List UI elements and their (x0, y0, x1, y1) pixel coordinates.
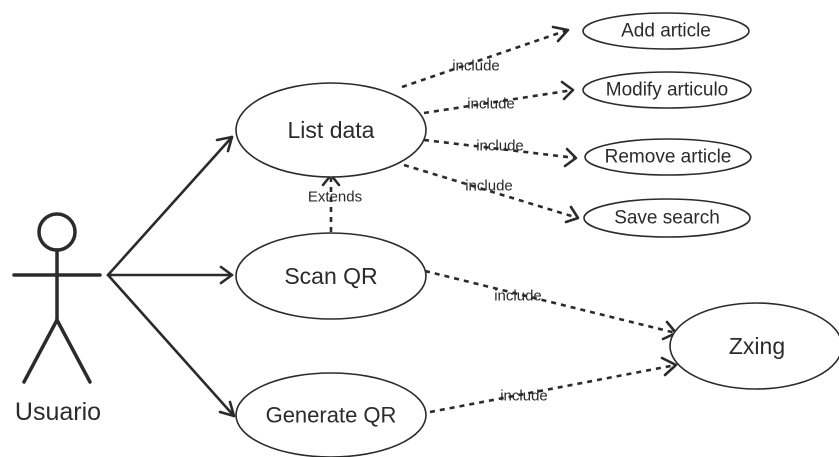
use-case-remove-article[interactable]: Remove article (584, 138, 752, 176)
use-case-zxing-label: Zxing (729, 333, 785, 359)
include-scan-zxing-label: include (494, 288, 542, 305)
use-case-generate-qr[interactable]: Generate QR (235, 372, 427, 457)
include-add-arrowhead (551, 25, 570, 43)
include-remove-label: include (476, 138, 524, 155)
include-save-label: include (465, 178, 513, 195)
association-generate-qr-arrowhead (218, 400, 236, 418)
use-case-list-data-label: List data (288, 117, 375, 143)
actor-usuario (12, 212, 102, 384)
use-case-list-data-ellipse[interactable] (235, 82, 427, 178)
use-case-save-search-label: Save search (614, 208, 720, 229)
use-case-generate-qr-ellipse[interactable] (235, 372, 427, 457)
use-case-modify-articulo-label: Modify articulo (606, 80, 729, 101)
use-case-add-article[interactable]: Add article (582, 12, 750, 50)
use-case-add-article-label: Add article (621, 21, 711, 42)
association-list-data (106, 135, 234, 277)
use-case-modify-articulo-ellipse[interactable] (582, 71, 752, 109)
use-case-scan-qr-label: Scan QR (284, 263, 377, 289)
include-add-label: include (452, 58, 500, 75)
association-scan-qr-arrowhead (219, 265, 234, 285)
include-generate-zxing-label: include (500, 388, 548, 405)
actor-label: Usuario (15, 398, 101, 426)
include-save-line (403, 163, 579, 220)
include-remove-arrowhead (563, 147, 578, 168)
use-case-scan-qr[interactable]: Scan QR (235, 232, 427, 320)
use-case-save-search-ellipse[interactable] (583, 198, 751, 238)
use-case-generate-qr-label: Generate QR (266, 403, 397, 428)
use-case-zxing-ellipse[interactable] (669, 302, 839, 390)
include-scan-zxing-line (424, 269, 677, 335)
actor-left-leg (22, 318, 59, 384)
include-modify-arrowhead (560, 80, 575, 101)
use-case-remove-article-ellipse[interactable] (584, 138, 752, 176)
include-dependencies (321, 25, 678, 414)
include-generate-zxing-line (429, 363, 677, 414)
use-case-zxing[interactable]: Zxing (669, 302, 839, 390)
extends-label: Extends (308, 189, 362, 206)
use-case-save-search[interactable]: Save search (583, 198, 751, 238)
use-case-modify-articulo[interactable]: Modify articulo (582, 71, 752, 109)
association-list-data-arrowhead (215, 135, 234, 153)
actor-head (37, 212, 77, 252)
association-generate-qr (106, 273, 236, 418)
include-modify-label: include (467, 96, 515, 113)
include-generate-zxing-arrowhead (660, 356, 678, 377)
use-case-remove-article-label: Remove article (605, 147, 732, 168)
use-case-add-article-ellipse[interactable] (582, 12, 750, 50)
use-case-scan-qr-ellipse[interactable] (235, 232, 427, 320)
associations (106, 135, 236, 418)
use-case-list-data[interactable]: List data (235, 82, 427, 178)
actor-right-leg (55, 318, 92, 384)
include-save-arrowhead (564, 205, 580, 224)
